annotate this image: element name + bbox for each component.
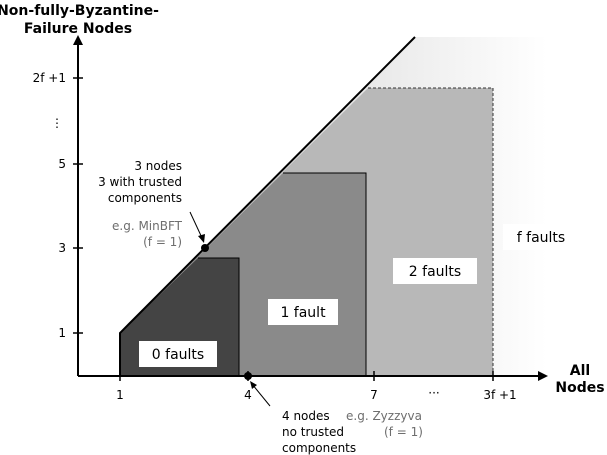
y-axis-title: Non-fully-Byzantine- [0,3,159,19]
x-tick-label: 1 [116,388,124,402]
zyzzyva-pointer-head [250,381,257,389]
x-axis-title: Nodes [555,380,604,396]
minbft-annotation: 3 with trusted [98,175,182,189]
minbft-pointer-head [198,234,205,243]
one-fault-boundary [283,172,367,376]
zyzzyva-annotation: components [282,441,356,455]
x-axis-title: All [570,363,590,379]
diagonal-bound [119,36,416,376]
minbft-example: e.g. MinBFT [112,219,183,233]
x-tick-label: ··· [428,386,439,400]
one-fault-label: 1 fault [280,305,326,321]
zyzzyva-pointer [251,383,271,407]
x-axis-arrow [538,371,548,381]
f-faults-label: f faults [517,230,565,246]
y-tick-label: 5 [58,157,66,171]
zero-faults-label: 0 faults [152,347,204,363]
minbft-point [201,244,209,252]
two-faults-label-box [393,258,477,284]
zyzzyva-annotation: 4 nodes [282,409,330,423]
zyzzyva-annotation: no trusted [282,425,344,439]
two-faults-boundary [368,87,494,376]
y-tick-label: 3 [58,241,66,255]
y-tick-label: ⋮ [51,116,63,130]
y-axis-title: Failure Nodes [24,21,132,37]
zyzzyva-point [244,372,252,380]
x-tick-label: 4 [244,388,252,402]
zero-faults-boundary [198,257,240,376]
zyzzyva-example: (f = 1) [384,425,423,439]
x-tick-label: 7 [370,388,378,402]
f-faults-label-box [503,224,579,250]
minbft-annotation: 3 nodes [134,159,182,173]
minbft-example: (f = 1) [143,235,182,249]
zyzzyva-example: e.g. Zyzzyva [346,409,422,423]
minbft-annotation: components [108,191,182,205]
x-tick-label: 3f +1 [483,388,516,402]
zero-faults-label-box [139,341,217,367]
y-axis-arrow [73,35,83,45]
y-tick-label: 2f +1 [33,71,66,85]
y-tick-label: 1 [58,326,66,340]
one-fault-label-box [268,299,338,325]
two-faults-label: 2 faults [409,264,461,280]
